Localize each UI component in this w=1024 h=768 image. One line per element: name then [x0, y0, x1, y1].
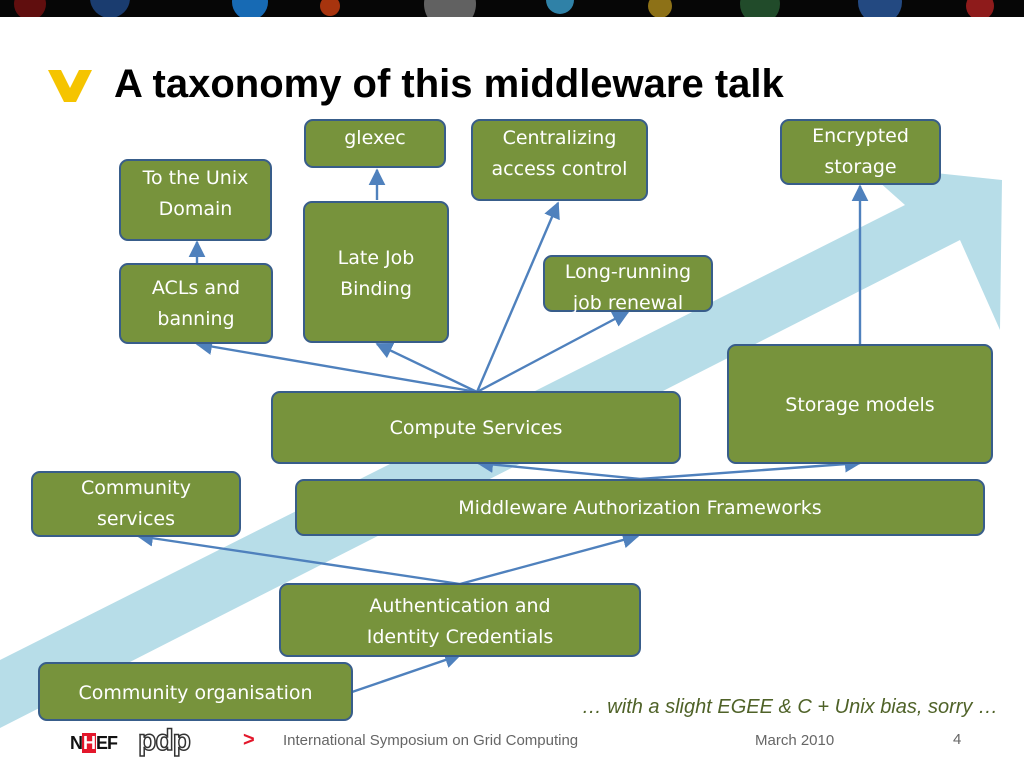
box-community-org-line1: Community organisation	[78, 682, 313, 704]
slide-page-number: 4	[953, 731, 962, 748]
footer-date: March 2010	[755, 732, 835, 749]
box-latejob-line1: Late Job	[337, 247, 415, 269]
box-middleware-authorization-frameworks: Middleware Authorization Frameworks	[295, 479, 985, 536]
connector-maf-to-storage	[639, 455, 862, 481]
box-storage-models: Storage models	[727, 344, 993, 464]
box-unix-line2: Domain	[158, 198, 233, 220]
box-glexec: glexec	[304, 119, 446, 168]
box-community-services-line1: Community	[81, 477, 191, 499]
box-community-services: Community services	[31, 471, 241, 537]
footer-conference: International Symposium on Grid Computin…	[283, 732, 579, 749]
connector-lines	[136, 168, 869, 694]
connector-compute-to-longrunning	[476, 310, 630, 394]
header-image-banner	[0, 0, 1024, 17]
connector-maf-to-compute	[476, 456, 641, 481]
box-community-organisation: Community organisation	[38, 662, 353, 721]
box-encrypted-storage: Encrypted storage	[780, 119, 941, 185]
box-encrypted-line2: storage	[824, 156, 897, 178]
connector-compute-to-acls	[195, 338, 478, 394]
box-centralizing-access-control: Centralizing access control	[471, 119, 648, 201]
bias-note: … with a slight EGEE & C + Unix bias, so…	[581, 696, 998, 718]
box-glexec-line1: glexec	[344, 127, 406, 149]
box-acls-line2: banning	[157, 308, 235, 330]
box-latejob-line2: Binding	[340, 278, 412, 300]
nikhef-logo-part2: H	[82, 733, 96, 753]
connector-compute-to-latejob	[375, 342, 478, 394]
box-community-services-line2: services	[97, 508, 175, 530]
box-longrunning-line1: Long-running	[564, 261, 692, 283]
box-unix-line1: To the Unix	[142, 167, 249, 189]
box-long-running-job-renewal: Long-running job renewal	[543, 255, 713, 314]
slide-title: A taxonomy of this middleware talk	[114, 62, 784, 106]
box-acls-line1: ACLs and	[151, 277, 241, 299]
pdp-logo: pdp	[137, 723, 191, 758]
connector-compute-to-centralizing	[475, 201, 560, 393]
nikhef-logo: NHEF	[70, 733, 118, 754]
box-centralizing-line2: access control	[491, 158, 628, 180]
footer-chevron-icon: >	[243, 729, 255, 751]
box-acls-and-banning: ACLs and banning	[119, 263, 273, 344]
box-centralizing-line1: Centralizing	[502, 127, 617, 149]
nikhef-logo-part1: N	[70, 733, 83, 753]
box-encrypted-line1: Encrypted	[812, 125, 909, 147]
box-storage-models-line1: Storage models	[785, 394, 935, 416]
box-compute-line1: Compute Services	[389, 417, 563, 439]
box-authn-line2: Identity Credentials	[366, 626, 554, 648]
title-chevron-icon	[48, 70, 92, 102]
nikhef-logo-part3: EF	[96, 733, 118, 753]
connector-org-to-authn	[351, 651, 462, 694]
box-compute-services: Compute Services	[271, 391, 681, 464]
box-maf-line1: Middleware Authorization Frameworks	[458, 497, 822, 519]
connector-authn-to-community-services	[136, 529, 461, 586]
box-authn-line1: Authentication and	[369, 595, 551, 617]
connector-authn-to-maf	[459, 531, 640, 586]
box-longrunning-line2: job renewal	[572, 292, 684, 314]
